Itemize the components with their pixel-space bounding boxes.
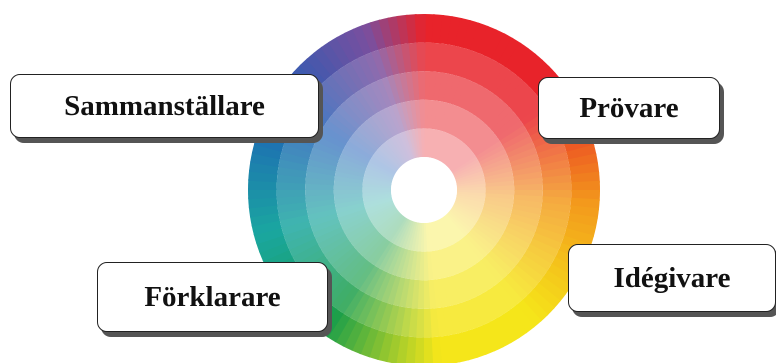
role-label-idegivare: Idégivare [568, 244, 776, 312]
role-text-forklarare: Förklarare [144, 281, 280, 314]
role-label-sammanstallare: Sammanställare [10, 74, 319, 138]
wheel-segment [415, 14, 426, 43]
role-text-idegivare: Idégivare [613, 262, 730, 295]
role-label-forklarare: Förklarare [97, 262, 328, 332]
role-label-provare: Prövare [538, 77, 720, 139]
wheel-center-hole [391, 157, 457, 223]
role-text-provare: Prövare [579, 92, 678, 125]
wheel-segment [416, 43, 425, 72]
role-text-sammanstallare: Sammanställare [64, 90, 265, 123]
